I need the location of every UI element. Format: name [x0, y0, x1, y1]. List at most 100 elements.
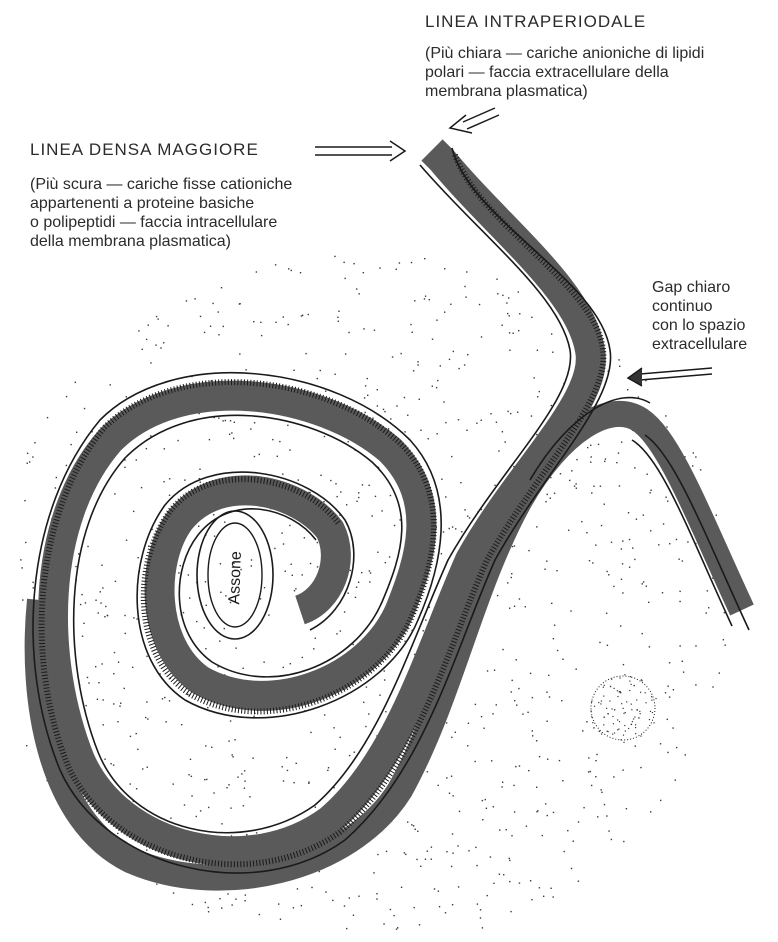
stipple-dot — [526, 825, 527, 826]
stipple-dot — [259, 454, 260, 455]
stipple-dot — [305, 353, 306, 354]
stipple-dot — [188, 574, 189, 575]
blob-dot — [631, 704, 632, 705]
stipple-dot — [432, 339, 433, 340]
stipple-dot — [667, 719, 668, 720]
stipple-dot — [551, 333, 552, 334]
stipple-dot — [407, 415, 408, 416]
stipple-dot — [245, 894, 246, 895]
stipple-dot — [511, 577, 512, 578]
stipple-dot — [370, 572, 371, 573]
stipple-dot — [348, 592, 349, 593]
stipple-dot — [449, 793, 450, 794]
stipple-dot — [356, 288, 357, 289]
stipple-dot — [593, 486, 594, 487]
stipple-dot — [643, 581, 644, 582]
stipple-dot — [283, 780, 284, 781]
stipple-dot — [177, 440, 178, 441]
blob-dot — [650, 711, 651, 712]
stipple-dot — [687, 541, 688, 542]
stipple-dot — [317, 542, 318, 543]
stipple-dot — [349, 755, 350, 756]
stipple-dot — [336, 496, 337, 497]
blob-dot — [594, 706, 595, 707]
gap-desc-line-2: continuo — [652, 297, 747, 316]
stipple-dot — [518, 330, 519, 331]
stipple-dot — [340, 491, 341, 492]
blob-dot — [625, 712, 626, 713]
stipple-dot — [419, 924, 420, 925]
stipple-dot — [576, 488, 577, 489]
stipple-dot — [219, 640, 220, 641]
stipple-dot — [142, 349, 143, 350]
blob-dot — [618, 728, 619, 729]
stipple-dot — [333, 727, 334, 728]
blob-dot — [635, 733, 636, 734]
stipple-dot — [469, 517, 470, 518]
major-dense-desc-line-3: o polipeptidi — faccia intracellulare — [30, 213, 292, 232]
stipple-dot — [136, 733, 137, 734]
stipple-dot — [518, 688, 519, 689]
stipple-dot — [334, 374, 335, 375]
stipple-dot — [673, 689, 674, 690]
blob-dot — [619, 721, 620, 722]
stipple-dot — [218, 334, 219, 335]
stipple-dot — [233, 438, 234, 439]
stipple-dot — [532, 697, 533, 698]
stipple-dot — [532, 730, 533, 731]
stipple-dot — [497, 595, 498, 596]
stipple-dot — [295, 588, 296, 589]
stipple-dot — [76, 432, 77, 433]
stipple-dot — [596, 754, 597, 755]
stipple-dot — [665, 415, 666, 416]
blob-dot — [599, 731, 600, 732]
stipple-dot — [302, 574, 303, 575]
blob-dot — [636, 699, 637, 700]
stipple-dot — [372, 417, 373, 418]
stipple-dot — [47, 417, 48, 418]
stipple-dot — [110, 384, 111, 385]
stipple-dot — [619, 366, 620, 367]
stipple-dot — [27, 463, 28, 464]
blob-dot — [603, 695, 604, 696]
stipple-dot — [608, 574, 609, 575]
blob-dot — [621, 703, 622, 704]
stipple-dot — [239, 303, 240, 304]
stipple-dot — [164, 448, 165, 449]
stipple-dot — [330, 480, 331, 481]
stipple-dot — [695, 456, 696, 457]
stipple-dot — [224, 628, 225, 629]
stipple-dot — [287, 425, 288, 426]
stipple-dot — [385, 711, 386, 712]
blob-dot — [617, 719, 618, 720]
stipple-dot — [194, 298, 195, 299]
stipple-dot — [334, 256, 335, 257]
stipple-dot — [336, 633, 337, 634]
stipple-dot — [587, 447, 588, 448]
stipple-dot — [377, 405, 378, 406]
stipple-dot — [345, 353, 346, 354]
stipple-dot — [712, 686, 713, 687]
blob-dot — [651, 696, 652, 697]
stipple-dot — [338, 311, 339, 312]
stipple-dot — [537, 810, 538, 811]
stipple-dot — [192, 904, 193, 905]
stipple-dot — [275, 322, 276, 323]
stipple-dot — [553, 812, 554, 813]
stipple-dot — [419, 399, 420, 400]
stipple-dot — [414, 300, 415, 301]
stipple-dot — [700, 469, 701, 470]
intraperiod-description: (Più chiara — cariche anioniche di lipid… — [425, 44, 704, 101]
stipple-dot — [554, 493, 555, 494]
stipple-dot — [682, 661, 683, 662]
stipple-dot — [245, 369, 246, 370]
blob-dot — [607, 713, 608, 714]
blob-dot — [601, 700, 602, 701]
stipple-dot — [101, 663, 102, 664]
stipple-dot — [292, 575, 293, 576]
stipple-dot — [423, 630, 424, 631]
stipple-dot — [220, 592, 221, 593]
stipple-dot — [546, 560, 547, 561]
stipple-dot — [75, 566, 76, 567]
stipple-dot — [26, 745, 27, 746]
